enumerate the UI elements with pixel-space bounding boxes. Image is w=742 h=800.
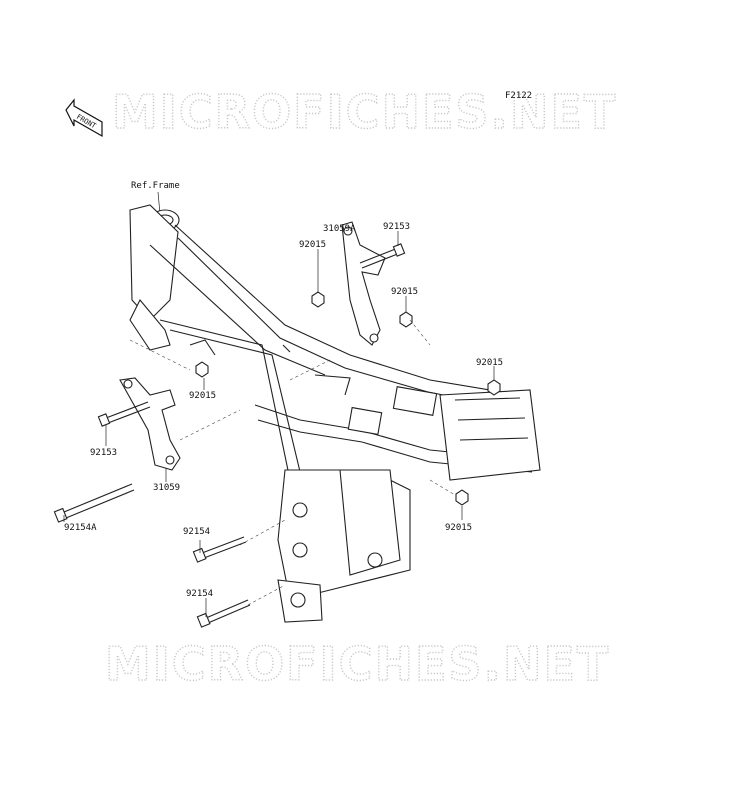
bracket-31059	[119, 377, 181, 471]
guide-lines	[129, 319, 456, 606]
nut-92015-a	[311, 291, 325, 308]
front-arrow-icon: FRONT	[65, 98, 103, 138]
bolt-92153-upper	[359, 243, 406, 269]
callout-92154a: 92154A	[64, 523, 97, 533]
bolt-92154a	[53, 483, 135, 523]
callout-92153-upper: 92153	[383, 222, 410, 232]
nut-92015-d	[487, 379, 501, 396]
bolt-92153-lower	[97, 401, 151, 427]
ref-frame-label: Ref.Frame	[131, 181, 180, 191]
watermark-bottom: MICROFICHES.NET	[105, 637, 610, 691]
bolt-92154-upper	[192, 536, 247, 563]
callout-92154-upper: 92154	[183, 527, 210, 537]
nut-92015-b	[399, 311, 413, 328]
bolt-92154-lower	[196, 599, 251, 628]
callout-31059: 31059	[153, 483, 180, 493]
callout-92015-a: 92015	[299, 240, 326, 250]
callout-92154-lower: 92154	[186, 589, 213, 599]
callout-92015-d: 92015	[476, 358, 503, 368]
leader-lines	[63, 224, 495, 617]
watermark-top: MICROFICHES.NET	[112, 85, 617, 139]
nut-92015-c	[195, 361, 209, 378]
diagram-code: F2122	[505, 91, 532, 101]
nut-92015-e	[455, 489, 469, 506]
callout-92153-lower: 92153	[90, 448, 117, 458]
callout-92015-e: 92015	[445, 523, 472, 533]
callout-31059a: 31059A	[323, 224, 356, 234]
bracket-31059a	[341, 221, 386, 346]
callout-92015-c: 92015	[189, 391, 216, 401]
frame-drawing	[129, 204, 541, 623]
callout-92015-b: 92015	[391, 287, 418, 297]
